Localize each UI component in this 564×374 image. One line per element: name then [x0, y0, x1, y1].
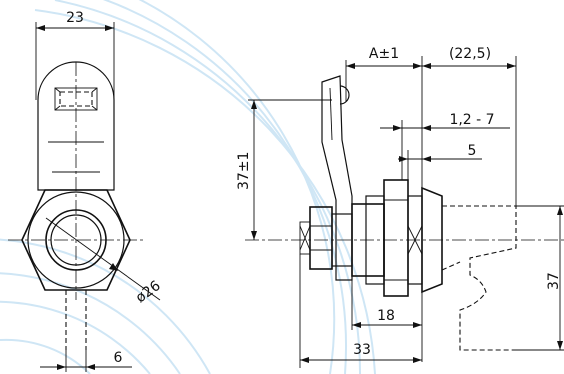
dimension-37-1: 37±1: [236, 99, 332, 240]
mounting-nut: [383, 179, 409, 297]
flange: [421, 186, 443, 294]
screw-head: [299, 221, 311, 255]
dimension-1-2-7: 1,2 - 7: [380, 112, 510, 180]
dim-23-label: 23: [66, 10, 84, 26]
dim-5-label: 5: [468, 143, 477, 159]
dim-33-label: 33: [353, 342, 371, 358]
dimension-37: 37: [516, 205, 564, 351]
dimension-22-5: (22,5): [422, 46, 517, 206]
dim-37-label: 37: [546, 272, 562, 290]
dimension-5: 5: [398, 143, 482, 180]
dim-a-label: A±1: [369, 46, 399, 62]
background-arcs: [0, 0, 376, 374]
dim-18-label: 18: [377, 308, 395, 324]
dimension-6: 6: [40, 350, 132, 372]
dimension-18: 18: [351, 280, 423, 362]
dimension-a: A±1: [345, 46, 423, 188]
cam-hidden-outline: [442, 205, 517, 351]
dimension-23: 23: [35, 10, 115, 100]
lever-tip: [339, 85, 350, 105]
dim-22-5-label: (22,5): [449, 46, 491, 62]
dim-37-1-label: 37±1: [236, 152, 252, 190]
front-view: [8, 61, 146, 350]
dimension-33: 33: [299, 254, 422, 368]
dim-range-label: 1,2 - 7: [449, 112, 494, 128]
dim-6-label: 6: [114, 350, 123, 366]
dim-dia-label: ø26: [133, 278, 164, 307]
